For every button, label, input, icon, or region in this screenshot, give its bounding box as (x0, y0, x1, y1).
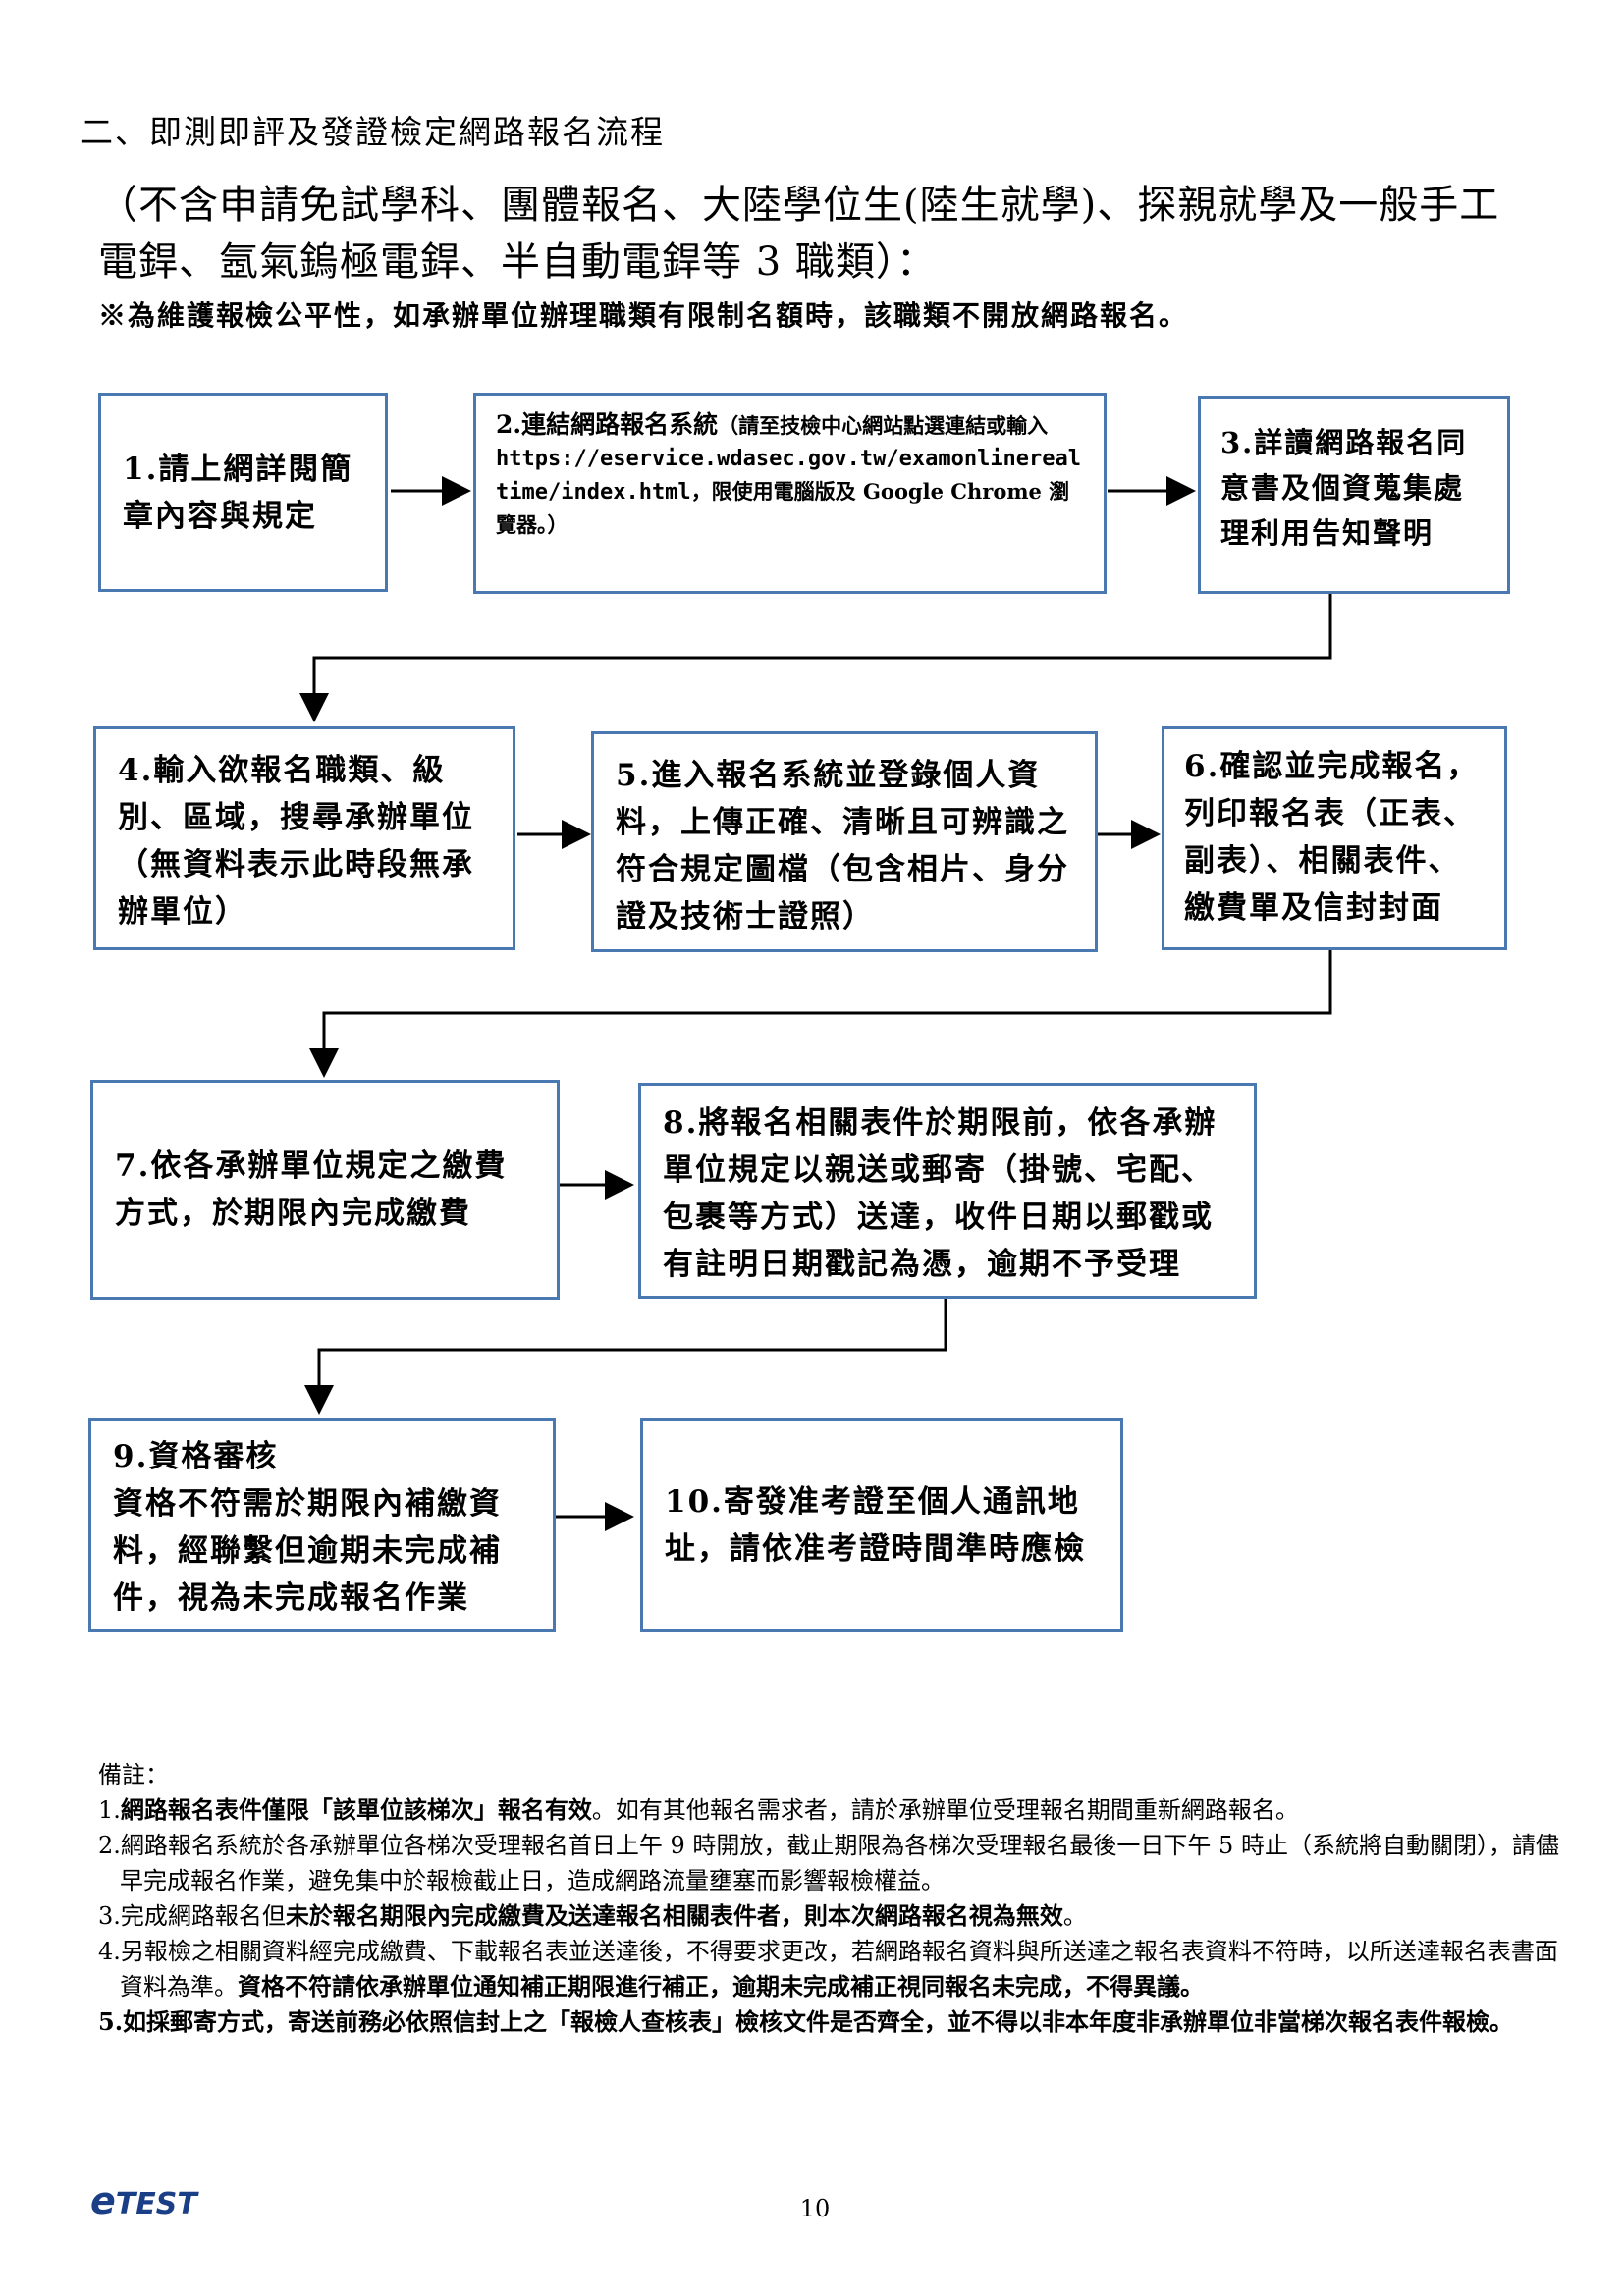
note-3-bold: 未於報名期限內完成繳費及送達報名相關表件者，則本次網路報名視為無效 (285, 1901, 1063, 1930)
scope-subtitle: （不含申請免試學科、團體報名、大陸學位生(陸生就學)、探親就學及一般手工電銲、氬… (98, 183, 1500, 285)
step-2-title: 2.連結網路報名系統 (496, 410, 719, 439)
step-5-text: 5.進入報名系統並登錄個人資料，上傳正確、清晰且可辨識之符合規定圖檔（包含相片、… (616, 758, 1069, 934)
notes-section: 備註： 1.網路報名表件僅限「該單位該梯次」報名有效。如有其他報名需求者，請於承… (98, 1757, 1581, 2040)
note-4-text: 4.另報檢之相關資料經完成繳費、下載報名表並送達後，不得要求更改，若網路報名資料… (98, 1938, 1558, 2001)
arrow-6-to-7 (309, 949, 1332, 1078)
flowchart-connectors (299, 476, 1332, 1531)
step-9-body: 資格不符需於期限內補繳資料，經聯繫但逾期未完成補件，視為未完成報名作業 (113, 1486, 502, 1616)
arrow-8-to-9 (304, 1296, 947, 1415)
step-6-text: 6.確認並完成報名，列印報名表（正表、副表）、相關表件、繳費單及信封封面 (1184, 749, 1480, 926)
step-10-text: 10.寄發准考證至個人通訊地址，請依准考證時間準時應檢 (665, 1484, 1086, 1567)
step-3-text: 3.詳讀網路報名同意書及個資蒐集處理利用告知聲明 (1220, 426, 1468, 550)
step-1-text: 1.請上網詳閱簡章內容與規定 (123, 451, 353, 534)
arrow-3-to-4 (299, 594, 1332, 722)
note-3-start: 3.完成網路報名但 (98, 1902, 286, 1930)
note-1-rest: 。如有其他報名需求者，請於承辦單位受理報名期間重新網路報名。 (591, 1796, 1299, 1824)
fairness-notice: ※為維護報檢公平性，如承辦單位辦理職類有限制名額時，該職類不開放網路報名。 (98, 299, 1189, 332)
step-2-note: （請至技檢中心網站點選連結或輸入 (718, 413, 1049, 438)
step-5-box: 5.進入報名系統並登錄個人資料，上傳正確、清晰且可辨識之符合規定圖檔（包含相片、… (591, 731, 1098, 952)
step-2-box: 2.連結網路報名系統（請至技檢中心網站點選連結或輸入 https://eserv… (473, 393, 1107, 594)
step-9-title: 9.資格審核 (113, 1439, 279, 1474)
step-9-box: 9.資格審核 資格不符需於期限內補繳資料，經聯繫但逾期未完成補件，視為未完成報名… (88, 1418, 556, 1632)
step-8-text: 8.將報名相關表件於期限前，依各承辦單位規定以親送或郵寄（掛號、宅配、包裹等方式… (663, 1105, 1218, 1282)
step-2-url: https://eservice.wdasec.gov.tw/examonlin… (496, 447, 1082, 505)
step-7-box: 7.依各承辦單位規定之繳費方式，於期限內完成繳費 (90, 1080, 560, 1300)
note-5-bold: 5.如採郵寄方式，寄送前務必依照信封上之「報檢人查核表」檢核文件是否齊全，並不得… (98, 2007, 1514, 2036)
step-10-box: 10.寄發准考證至個人通訊地址，請依准考證時間準時應檢 (640, 1418, 1123, 1632)
step-4-text: 4.輸入欲報名職類、級別、區域，搜尋承辦單位（無資料表示此時段無承辦單位） (118, 753, 474, 930)
note-1: 1.網路報名表件僅限「該單位該梯次」報名有效。如有其他報名需求者，請於承辦單位受… (98, 1792, 1581, 1828)
page-number: 10 (799, 2195, 831, 2222)
etest-logo: eTEST (90, 2179, 197, 2222)
note-4-bold: 資格不符請依承辦單位通知補正期限進行補正，逾期未完成補正視同報名未完成，不得異議… (238, 1972, 1204, 2001)
logo-text: TEST (115, 2187, 197, 2221)
step-2-tail: ，限使用電腦版及 Google Chrome 瀏覽器。） (496, 479, 1070, 537)
notes-label: 備註： (98, 1761, 169, 1789)
note-1-bold: 網路報名表件僅限「該單位該梯次」報名有效 (120, 1795, 592, 1824)
note-4: 4.另報檢之相關資料經完成繳費、下載報名表並送達後，不得要求更改，若網路報名資料… (98, 1934, 1581, 2004)
section-heading: 二、即測即評及發證檢定網路報名流程 (81, 113, 665, 151)
step-7-text: 7.依各承辦單位規定之繳費方式，於期限內完成繳費 (115, 1148, 508, 1231)
step-1-box: 1.請上網詳閱簡章內容與規定 (98, 393, 388, 592)
note-3: 3.完成網路報名但未於報名期限內完成繳費及送達報名相關表件者，則本次網路報名視為… (98, 1898, 1581, 1934)
logo-e: e (90, 2179, 116, 2222)
note-2: 2.網路報名系統於各承辦單位各梯次受理報名首日上午 9 時開放，截止期限為各梯次… (98, 1832, 1559, 1895)
step-6-box: 6.確認並完成報名，列印報名表（正表、副表）、相關表件、繳費單及信封封面 (1162, 726, 1507, 950)
note-3-end: 。 (1062, 1902, 1087, 1930)
step-3-box: 3.詳讀網路報名同意書及個資蒐集處理利用告知聲明 (1198, 396, 1510, 594)
note-1-num: 1. (98, 1796, 121, 1824)
step-4-box: 4.輸入欲報名職類、級別、區域，搜尋承辦單位（無資料表示此時段無承辦單位） (93, 726, 515, 950)
step-8-box: 8.將報名相關表件於期限前，依各承辦單位規定以親送或郵寄（掛號、宅配、包裹等方式… (638, 1083, 1257, 1299)
note-5: 5.如採郵寄方式，寄送前務必依照信封上之「報檢人查核表」檢核文件是否齊全，並不得… (98, 2004, 1581, 2040)
